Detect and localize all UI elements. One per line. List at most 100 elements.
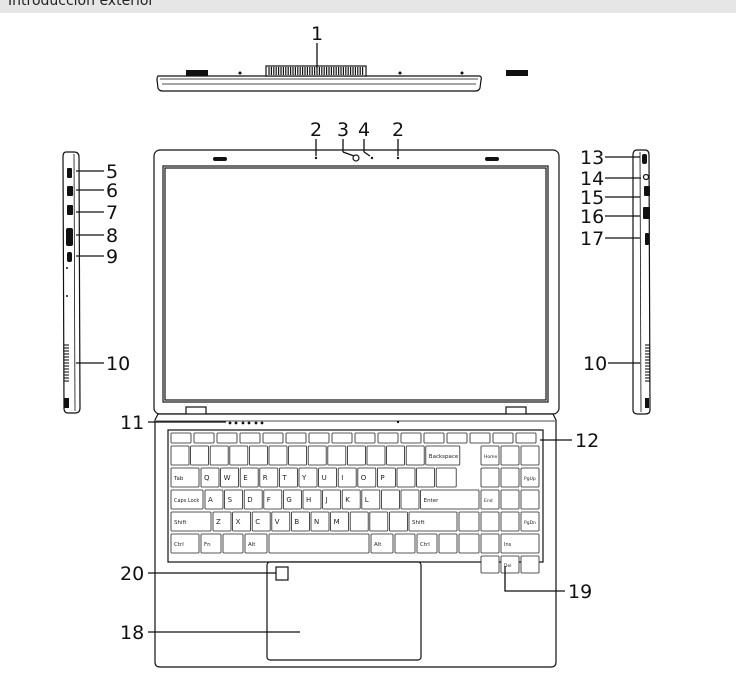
- section-header: Introducción exterior: [0, 0, 736, 13]
- function-key: [446, 432, 468, 444]
- numpad-key: End: [480, 489, 500, 510]
- function-key: [193, 432, 215, 444]
- function-key: [216, 432, 238, 444]
- svg-text:Backspace: Backspace: [429, 454, 459, 460]
- letter-key-x: X: [232, 511, 252, 532]
- letter-key-j: J: [322, 489, 342, 510]
- callout-12: 12: [575, 430, 599, 452]
- number-key: [346, 445, 366, 466]
- laptop-left-side-view: [62, 151, 81, 414]
- svg-text:K: K: [345, 496, 350, 504]
- callout-20: 20: [120, 563, 144, 585]
- svg-text:W: W: [224, 474, 231, 482]
- callout-18: 18: [120, 622, 144, 644]
- svg-text:Ctrl: Ctrl: [174, 542, 184, 548]
- del-key: Del: [500, 555, 520, 574]
- status-indicators: [228, 421, 264, 425]
- function-key: [331, 432, 353, 444]
- letter-key-e: E: [239, 467, 259, 488]
- svg-text:N: N: [314, 518, 319, 526]
- svg-text:B: B: [294, 518, 299, 526]
- letter-key-q: Q: [200, 467, 220, 488]
- shift-left-key: Shift: [170, 511, 212, 532]
- callout-4: 4: [358, 119, 370, 141]
- svg-text:S: S: [228, 496, 233, 504]
- svg-text:V: V: [275, 518, 280, 526]
- number-key: [170, 445, 190, 466]
- svg-text:D: D: [247, 496, 252, 504]
- svg-text:Shift: Shift: [412, 520, 425, 526]
- ctrl-left-key: Ctrl: [170, 533, 200, 554]
- numpad-key: PgUp: [520, 467, 540, 488]
- callout-5: 5: [106, 161, 118, 183]
- function-key: [469, 432, 491, 444]
- svg-text:L: L: [365, 496, 369, 504]
- semicolon-key: [380, 489, 400, 510]
- number-key: [327, 445, 347, 466]
- numpad-key: [500, 467, 520, 488]
- ctrl-right-key: Ctrl: [416, 533, 438, 554]
- camera-led-icon: [370, 156, 374, 160]
- enter-key: Enter: [420, 489, 480, 510]
- svg-text:X: X: [236, 518, 241, 526]
- arrow-left-key: [438, 533, 458, 554]
- windows-key: [222, 533, 244, 554]
- numpad-key: PgDn: [520, 511, 540, 532]
- function-key: [515, 432, 537, 444]
- svg-text:Ctrl: Ctrl: [420, 542, 430, 548]
- function-key: [400, 432, 422, 444]
- microphone-left-icon: [314, 156, 318, 160]
- numpad-key: [520, 555, 540, 574]
- callout-2-left: 2: [310, 119, 322, 141]
- letter-key-w: W: [220, 467, 240, 488]
- svg-text:G: G: [286, 496, 291, 504]
- svg-text:Enter: Enter: [424, 498, 440, 504]
- svg-text:H: H: [306, 496, 311, 504]
- numpad-key: [480, 467, 500, 488]
- svg-text:Z: Z: [216, 518, 221, 526]
- callout-8: 8: [106, 225, 118, 247]
- spacebar: [268, 533, 370, 554]
- letter-key-z: Z: [212, 511, 232, 532]
- callout-1: 1: [311, 23, 323, 45]
- laptop-right-side-view: [632, 149, 651, 415]
- left-side-vent: [64, 344, 69, 382]
- svg-text:Caps Lock: Caps Lock: [174, 498, 199, 504]
- svg-text:Shift: Shift: [174, 520, 187, 526]
- function-key: [170, 432, 192, 444]
- comma-key: [349, 511, 369, 532]
- number-key: [229, 445, 249, 466]
- webcam-icon: [352, 154, 360, 162]
- fingerprint-sensor-icon: [275, 566, 289, 581]
- svg-text:Q: Q: [204, 474, 210, 482]
- backspace-key: Backspace: [425, 445, 461, 466]
- callout-9: 9: [106, 246, 118, 268]
- letter-key-g: G: [282, 489, 302, 510]
- backslash-key: [435, 467, 457, 488]
- shift-right-key: Shift: [408, 511, 458, 532]
- svg-text:Y: Y: [301, 474, 307, 482]
- callout-15: 15: [580, 187, 604, 209]
- letter-key-l: L: [361, 489, 381, 510]
- arrow-up-key: [458, 511, 480, 532]
- svg-text:P: P: [380, 474, 384, 482]
- callout-3: 3: [337, 119, 349, 141]
- svg-text:A: A: [208, 496, 213, 504]
- letter-key-r: R: [259, 467, 279, 488]
- svg-text:PgDn: PgDn: [524, 520, 536, 526]
- arrow-down-key: [458, 533, 480, 554]
- laptop-screen: [153, 149, 560, 422]
- letter-key-y: Y: [298, 467, 318, 488]
- svg-text:R: R: [263, 474, 268, 482]
- leader-lines: [76, 43, 641, 633]
- numpad-key: Home: [480, 445, 500, 466]
- number-key: [366, 445, 386, 466]
- svg-text:C: C: [255, 518, 260, 526]
- numpad-key: [500, 445, 520, 466]
- caps-lock-key: Caps Lock: [170, 489, 204, 510]
- numpad-key: [520, 445, 540, 466]
- function-key: [308, 432, 330, 444]
- number-key: [268, 445, 288, 466]
